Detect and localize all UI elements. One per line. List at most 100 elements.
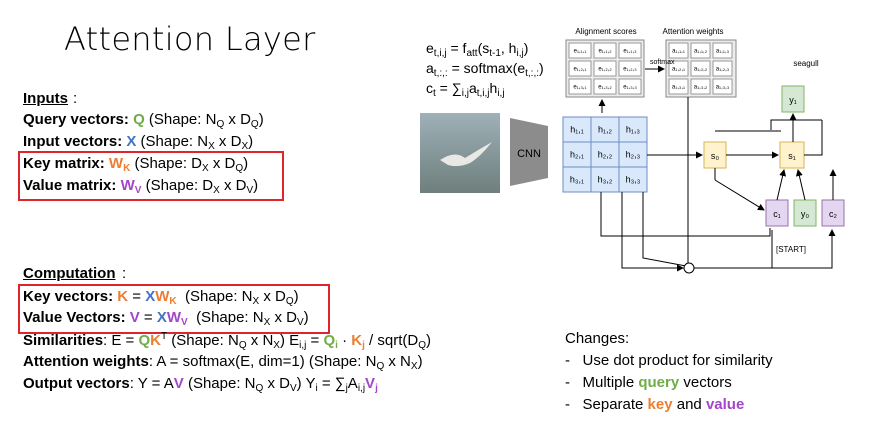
alignment-cell-label: e₁,₁,₁	[574, 49, 587, 55]
s0-label: s₀	[711, 151, 720, 161]
weight-cell-label: a₁,₂,₁	[672, 67, 685, 73]
alignment-cell-label: e₁,₁,₃	[623, 49, 637, 55]
alignment-scores-label: Alignment scores	[575, 27, 636, 36]
weight-cell	[712, 60, 733, 77]
page-title: Attention Layer	[64, 20, 316, 58]
feature-cell-label: h₁,₃	[626, 125, 641, 135]
alignment-cell-label: e₁,₃,₃	[623, 85, 637, 91]
c1-label: c₁	[773, 209, 781, 219]
feature-cell-label: h₂,₁	[570, 150, 584, 160]
y1-label: y₁	[789, 95, 797, 105]
computation-highlight-box	[18, 284, 330, 334]
changes-heading: Changes:	[565, 330, 630, 347]
weight-cell-label: a₁,₁,₃	[716, 49, 730, 55]
inputs-heading-colon: :	[73, 90, 78, 107]
feature-cell-label: h₂,₃	[626, 150, 641, 160]
feature-cell	[590, 166, 620, 193]
softmax-label: softmax	[650, 59, 675, 66]
feature-cell-label: h₁,₁	[570, 125, 584, 135]
node-to-c1-line	[694, 230, 773, 269]
alignment-cell	[618, 60, 642, 77]
alignment-cell	[568, 60, 592, 77]
change-item-3: - Separate key and value	[565, 396, 745, 413]
feature-cell	[562, 166, 592, 193]
s1-label: s₁	[788, 151, 796, 161]
grid-bottom-line-1	[600, 192, 771, 237]
weight-cell	[712, 42, 733, 59]
start-label: [START]	[776, 245, 806, 254]
weight-cell-label: a₁,₃,₁	[672, 85, 685, 91]
weight-cell	[690, 78, 711, 95]
change-item-2: - Multiple query vectors	[565, 374, 732, 391]
weight-cell-label: a₁,₂,₂	[694, 67, 708, 73]
s1-box	[779, 141, 805, 169]
output-vectors-line: Output vectors: Y = AV (Shape: NQ x DV) …	[23, 375, 378, 394]
multiply-node	[683, 262, 695, 274]
feature-cell-label: h₃,₂	[598, 175, 613, 185]
y1-box	[781, 85, 805, 113]
weights-grid-cells: a₁,₁,₁ a₁,₁,₂ a₁,₁,₃ a₁,₂,₁ a₁,₂,₂ a₁,₂,₃ a₁,₃…	[668, 42, 733, 95]
grid-bottom-line-2	[621, 192, 684, 272]
weight-cell-label: a₁,₃,₂	[694, 85, 708, 91]
weight-cell-label: a₁,₁,₂	[694, 49, 708, 55]
cnn-label: CNN	[517, 148, 541, 160]
feature-cell	[618, 166, 648, 193]
attention-weights-line: Attention weights: A = softmax(E, dim=1)…	[23, 353, 423, 372]
formula-c: ct = ∑i,jat,i,jhi,j	[426, 80, 505, 99]
inputs-highlight-box	[18, 151, 284, 201]
alignment-cell-label: e₁,₃,₁	[573, 85, 586, 91]
c1-to-s1-arrow	[776, 169, 787, 201]
formula-a: at,:,: = softmax(et,:,:)	[426, 60, 544, 79]
grid-bottom-line-3	[642, 192, 687, 267]
input-vectors-line: Input vectors: X (Shape: NX x DX)	[23, 133, 254, 152]
feature-cell	[562, 141, 592, 168]
alignment-cell-label: e₁,₂,₁	[573, 67, 586, 73]
alignment-cell	[593, 42, 617, 59]
weight-cell-label: a₁,₂,₃	[716, 67, 730, 73]
alignment-cell-label: e₁,₂,₃	[623, 67, 637, 73]
alignment-cell	[618, 42, 642, 59]
feature-cell-label: h₁,₂	[598, 125, 613, 135]
feature-cell-label: h₃,₁	[570, 175, 584, 185]
alignment-cell	[593, 78, 617, 95]
alignment-cell	[568, 42, 592, 59]
alignment-cell-label: e₁,₃,₂	[598, 85, 612, 91]
seagull-label: seagull	[793, 59, 819, 68]
s1-right-line	[804, 120, 823, 156]
alignment-grid-cells: e₁,₁,₁ e₁,₁,₂ e₁,₁,₃ e₁,₂,₁ e₁,₂,₂ e₁,₂,₃ e₁,₃…	[568, 42, 642, 95]
value-matrix-line: Value matrix: WV (Shape: DX x DV)	[23, 177, 259, 196]
weight-cell	[690, 60, 711, 77]
attention-weights-label: Attention weights	[663, 27, 724, 36]
s0-to-c1-line	[714, 179, 765, 211]
weight-cell	[668, 78, 689, 95]
weight-cell	[712, 78, 733, 95]
alignment-cell-label: e₁,₂,₂	[598, 67, 612, 73]
cnn-block	[510, 118, 548, 186]
y0-label: y₀	[801, 209, 810, 219]
weight-cell	[668, 60, 689, 77]
feature-cell-label: h₂,₂	[598, 150, 613, 160]
feedback-line	[770, 119, 822, 130]
computation-heading-colon: :	[122, 265, 127, 282]
weight-cell-label: a₁,₁,₁	[672, 49, 685, 55]
seagull-image	[420, 113, 500, 193]
key-vectors-line: Key vectors: K = XWK (Shape: NX x DQ)	[23, 288, 299, 307]
alignment-cell	[568, 78, 592, 95]
query-vectors-line: Query vectors: Q (Shape: NQ x DQ)	[23, 111, 264, 130]
weight-cell	[690, 42, 711, 59]
weight-cell	[668, 42, 689, 59]
value-vectors-line: Value Vectors: V = XWV (Shape: NX x DV)	[23, 309, 309, 328]
alignment-cell	[593, 60, 617, 77]
alignment-cell	[618, 78, 642, 95]
inputs-heading: Inputs	[23, 90, 68, 107]
feature-cell	[618, 141, 648, 168]
computation-heading: Computation	[23, 265, 116, 282]
alignment-cell-label: e₁,₁,₂	[598, 49, 612, 55]
key-matrix-line: Key matrix: WK (Shape: DX x DQ)	[23, 155, 249, 174]
weight-cell-label: a₁,₃,₃	[716, 85, 730, 91]
formula-e: et,i,j = fatt(st-1, hi,j)	[426, 40, 529, 59]
y0-to-s1-arrow	[795, 169, 806, 201]
change-item-1: - Use dot product for similarity	[565, 352, 773, 369]
